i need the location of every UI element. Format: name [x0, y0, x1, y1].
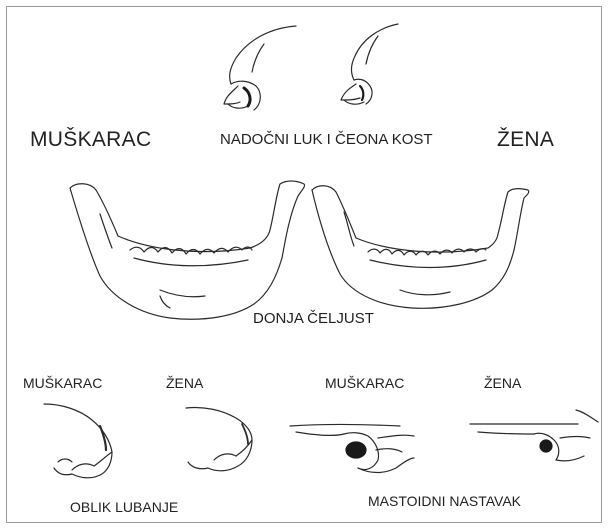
skull-shape-caption: OBLIK LUBANJE — [70, 500, 178, 514]
brow-ridge-caption: NADOČNI LUK I ČEONA KOST — [220, 132, 433, 147]
mandible-caption: DONJA ČELJUST — [253, 311, 374, 326]
female-mastoid-process-drawing — [470, 410, 598, 461]
male-mandible-drawing — [70, 181, 305, 319]
female-brow-ridge-drawing — [341, 24, 398, 104]
male-mastoid-process-drawing — [290, 425, 414, 473]
female-mandible-drawing — [312, 186, 529, 309]
top-male-label: MUŠKARAC — [30, 129, 151, 150]
skull-male-label: MUŠKARAC — [23, 376, 102, 390]
male-skull-shape-drawing — [44, 404, 112, 478]
mastoid-male-label: MUŠKARAC — [325, 376, 404, 390]
mastoid-female-label: ŽENA — [484, 376, 521, 390]
female-skull-shape-drawing — [186, 407, 252, 470]
skull-female-label: ŽENA — [166, 376, 203, 390]
top-female-label: ŽENA — [497, 129, 554, 150]
mastoid-process-caption: MASTOIDNI NASTAVAK — [368, 494, 521, 508]
male-brow-ridge-drawing — [224, 26, 296, 110]
